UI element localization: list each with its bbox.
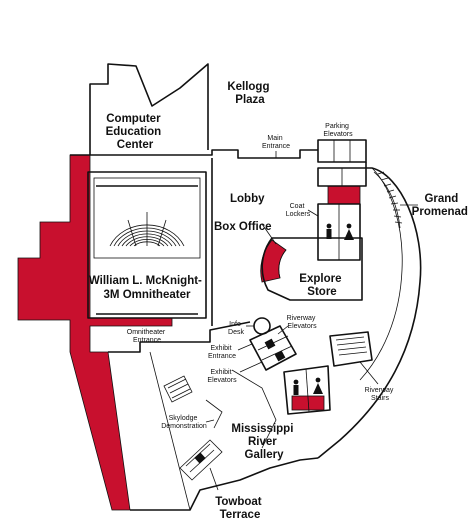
parking-elevator-block xyxy=(317,139,367,163)
riverway-elevator-shaft xyxy=(249,325,297,371)
gallery-display-walls xyxy=(205,399,223,429)
box-office-label: Box Office xyxy=(214,221,272,233)
grand-promenade-label: Grand Promenade xyxy=(412,193,468,218)
leader-towboat xyxy=(209,467,219,491)
riverway-stairs-label: Riverway Stairs xyxy=(365,387,396,402)
stairs-icon xyxy=(335,336,368,356)
computer-education-center-label: Computer Education Center xyxy=(106,113,165,151)
elevator-icon xyxy=(264,338,286,362)
explore-store-label: Explore Store xyxy=(299,273,344,298)
gallery-restroom-divider xyxy=(305,368,310,413)
omnitheater-room xyxy=(87,171,207,319)
explore-store-outline xyxy=(261,237,363,301)
omnitheater-inner xyxy=(93,177,201,259)
coat-lockers-label: Coat Lockers xyxy=(286,203,311,218)
leader-coat-lockers xyxy=(307,209,319,217)
parking-elevators-label: Parking Elevators xyxy=(323,123,353,138)
mississippi-river-gallery-label: Mississippi River Gallery xyxy=(231,423,296,461)
elevator-divider xyxy=(261,345,293,361)
info-desk-label: Info Desk xyxy=(228,321,244,336)
restroom-icon xyxy=(293,377,323,395)
service-area-lobby-east xyxy=(327,185,361,205)
promenade-steps xyxy=(377,171,403,224)
leader-riverway-elevators xyxy=(277,325,289,335)
service-area-box-office xyxy=(260,239,287,283)
lobby-label: Lobby xyxy=(230,193,265,205)
leader-exhibit-entrance xyxy=(237,343,253,351)
grand-promenade-stairs xyxy=(373,171,401,229)
leader-skylodge xyxy=(205,419,215,423)
omnitheater-label: William L. McKnight- 3M Omnitheater xyxy=(89,275,205,301)
towboat-exhibit xyxy=(179,439,223,481)
computer-center-wall xyxy=(89,63,209,155)
riverway-elevators-label: Riverway Elevators xyxy=(287,315,318,330)
grand-promenade-inner xyxy=(359,167,403,381)
skylodge-demonstration-label: Skylodge Demonstration xyxy=(161,415,207,430)
omnitheater-entrance-label: Omnitheater Entrance xyxy=(127,329,167,344)
gallery-south-wall xyxy=(108,321,251,353)
box-office-counter xyxy=(278,249,287,279)
omnitheater-seating xyxy=(109,212,185,247)
exhibit-corridor xyxy=(231,369,277,449)
leader-box-office xyxy=(261,223,277,245)
exhibit-elevators-label: Exhibit Elevators xyxy=(207,369,237,384)
gallery-restroom-block xyxy=(283,365,331,415)
escalator-icon xyxy=(163,375,193,403)
main-entrance-label: Main Entrance xyxy=(262,135,290,150)
north-wall xyxy=(70,149,318,159)
gallery-divider xyxy=(149,351,191,511)
exhibit-entrance-label: Exhibit Entrance xyxy=(208,345,236,360)
leader-riverway-stairs xyxy=(359,361,379,385)
kellogg-plaza-label: Kellogg Plaza xyxy=(227,81,272,106)
riverway-stairs-block xyxy=(329,331,373,367)
leader-exhibit-elevators xyxy=(239,361,263,373)
grand-promenade-wall xyxy=(317,162,422,459)
towboat-terrace-label: Towboat Terrace xyxy=(215,496,265,521)
